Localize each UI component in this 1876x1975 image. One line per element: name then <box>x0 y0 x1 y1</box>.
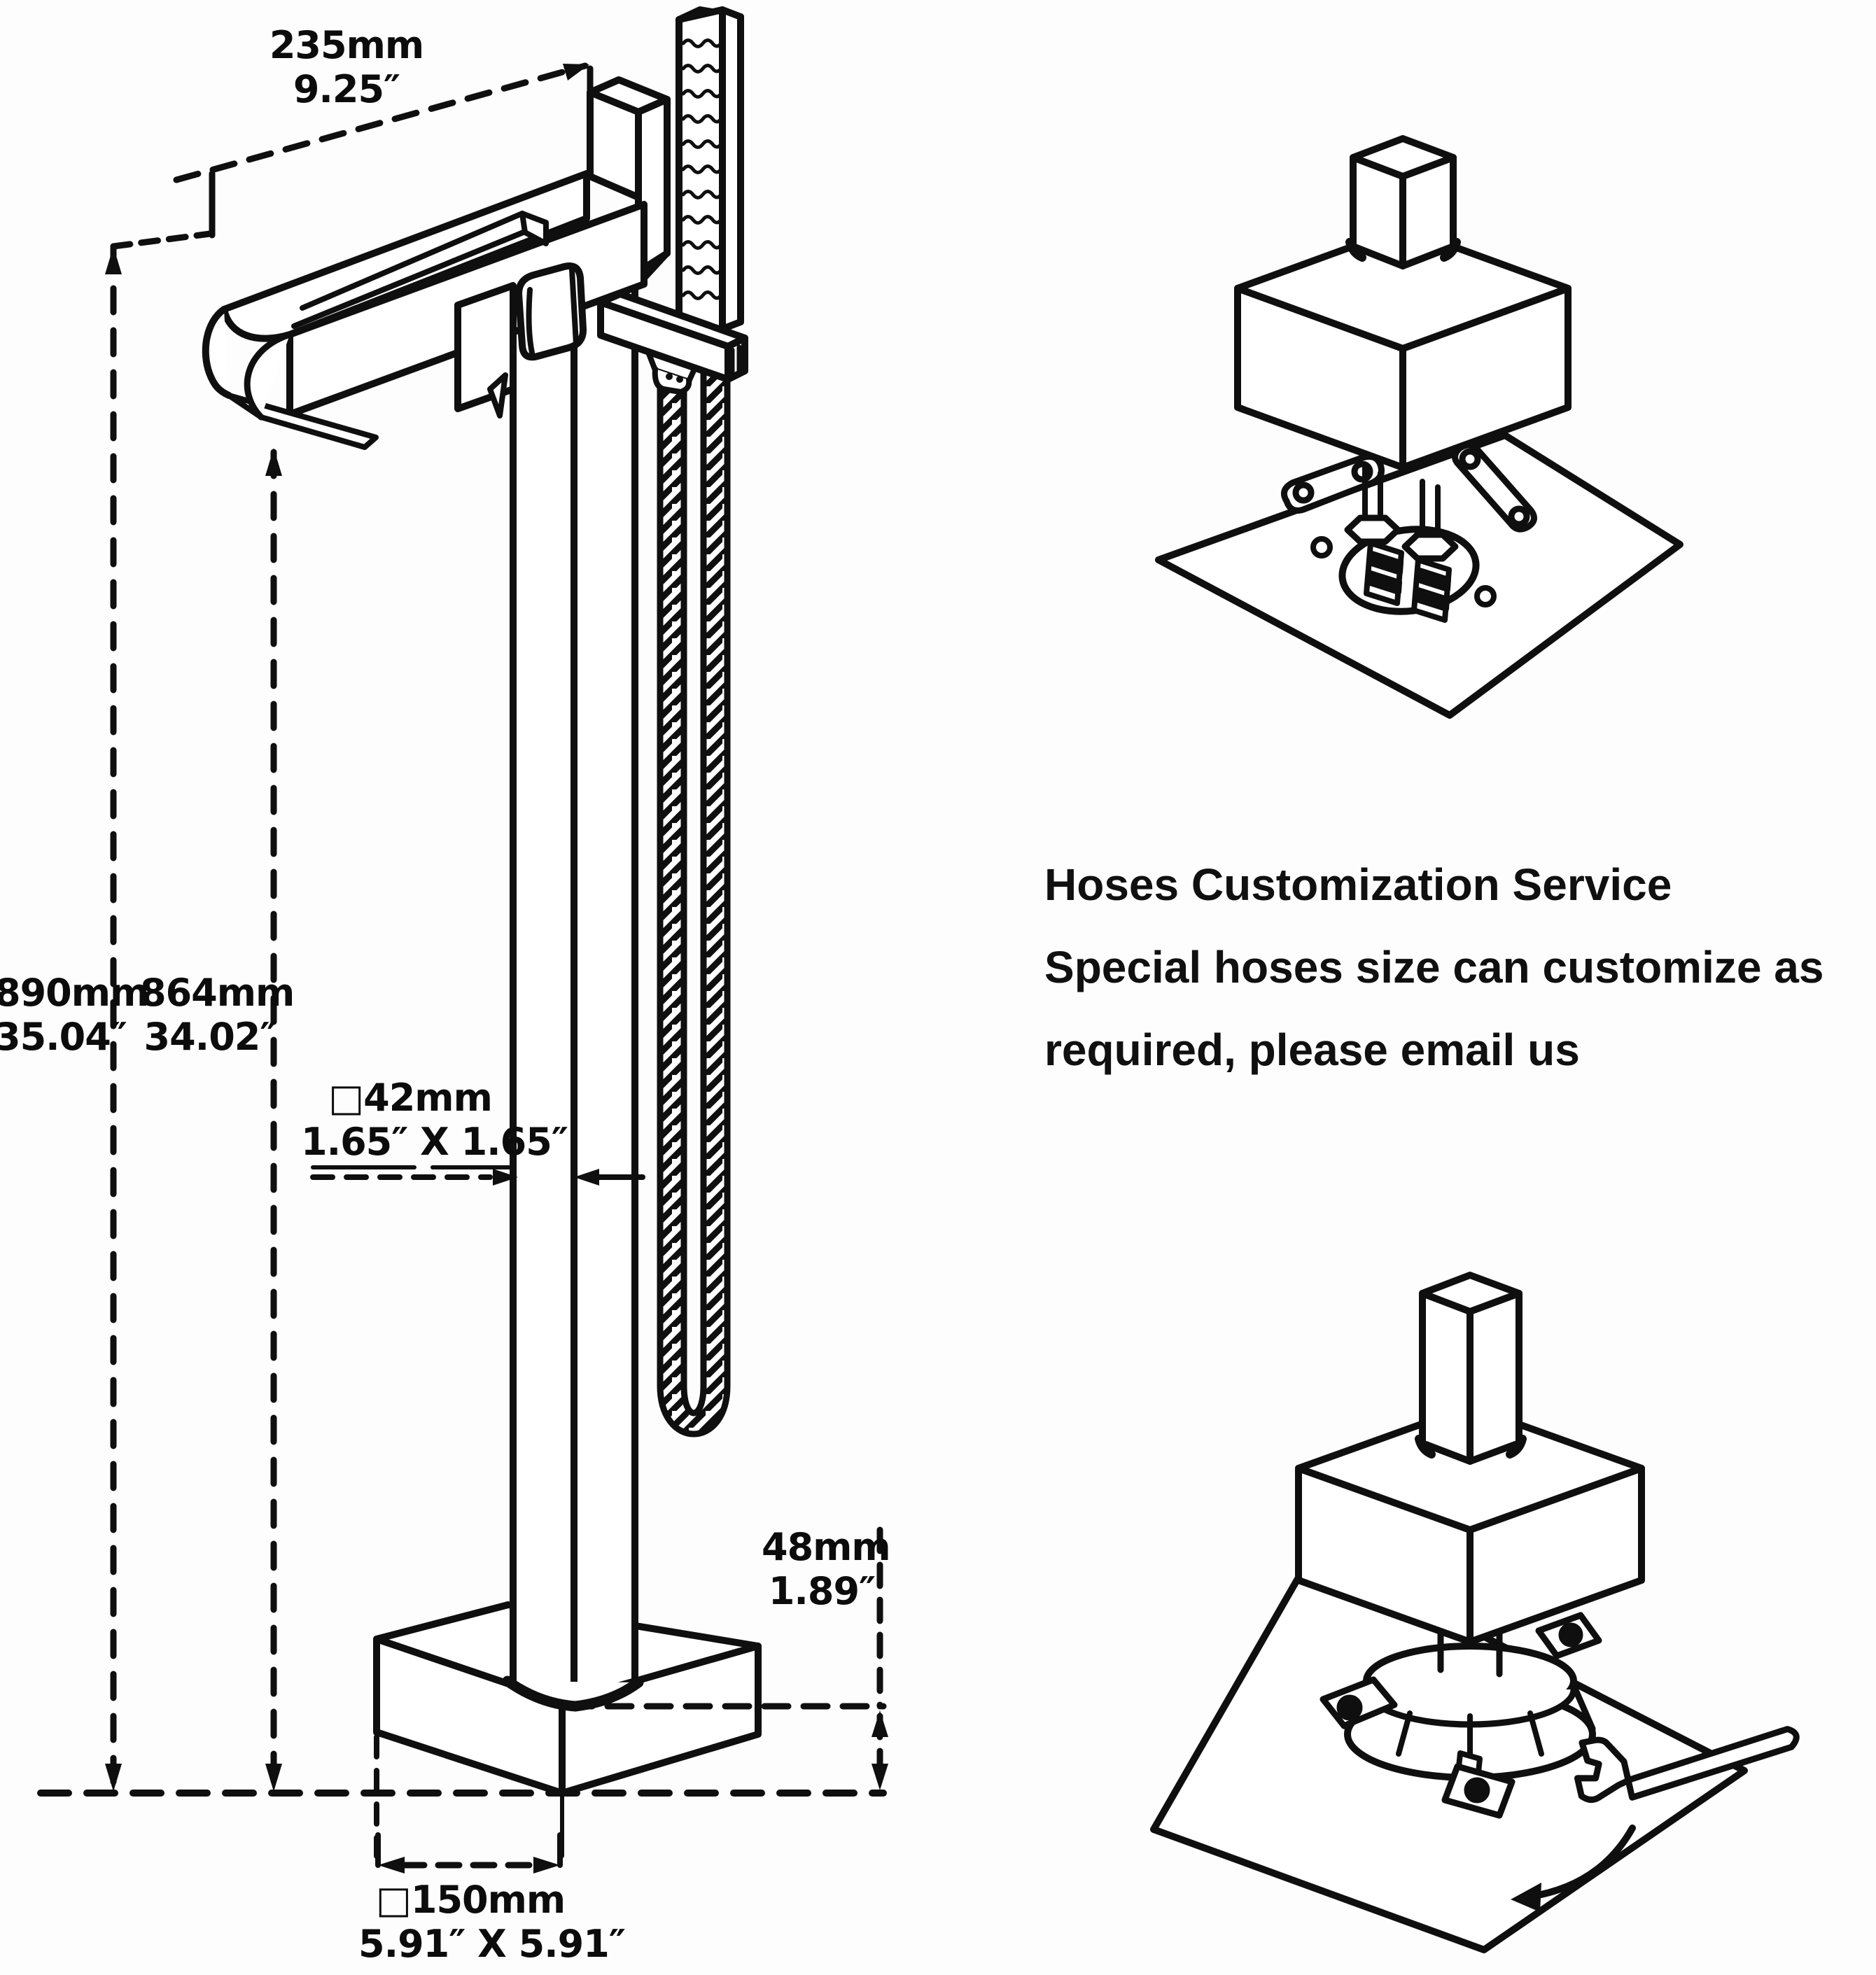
dim-spout-height-mm: 864mm <box>140 971 295 1015</box>
dim-overall-height-mm: 890mm <box>0 971 149 1015</box>
dim-base-section-mm: □150mm <box>375 1878 566 1922</box>
dim-line-235 <box>173 62 589 183</box>
dim-spout-height: 864mm 34.02″ <box>140 971 295 1059</box>
threaded-rod <box>1362 465 1441 540</box>
note-line-2: Special hoses size can customize as <box>1044 941 1824 992</box>
hand-shower-wand <box>676 6 744 345</box>
wand-spray-texture <box>681 38 723 300</box>
dim-base-height: 48mm 1.89″ <box>762 1525 891 1613</box>
hoses-customization-note: Hoses Customization Service Special hose… <box>1044 844 1876 1091</box>
note-line-1: Hoses Customization Service <box>1044 859 1672 910</box>
dim-overall-height: 890mm 35.04″ <box>0 971 149 1059</box>
column-stub <box>1345 135 1461 269</box>
screw-hole <box>1310 536 1333 558</box>
dim-base-section-in: 5.91″ X 5.91″ <box>358 1921 626 1966</box>
handle-plate <box>454 282 517 419</box>
handle-knob <box>515 262 587 361</box>
anchor-bracket <box>1320 1612 1602 1819</box>
wrench-icon <box>1574 1726 1800 1804</box>
dim-spout-height-in: 34.02″ <box>144 1014 277 1059</box>
dim-spout-reach-in: 9.25″ <box>293 66 400 111</box>
dimension-lines <box>37 62 888 1874</box>
spout-mouth <box>226 393 379 450</box>
faucet-drawing <box>37 6 888 1874</box>
column-stub <box>1415 1272 1527 1465</box>
dim-spout-reach: 235mm 9.25″ <box>238 23 455 111</box>
dim-column-section-in: 1.65″ X 1.65″ <box>301 1119 568 1164</box>
arrowhead <box>563 64 589 80</box>
rotation-arrow-icon <box>1511 1825 1636 1912</box>
hex-nut <box>1344 514 1401 545</box>
shower-hose <box>657 367 731 1438</box>
manifold-box <box>1234 225 1572 471</box>
hose-stub <box>1364 540 1404 606</box>
dim-column-section: □42mm 1.65″ X 1.65″ <box>301 1076 568 1164</box>
dim-line-48 <box>872 1526 888 1790</box>
mounting-bracket <box>1452 442 1537 533</box>
mounting-bracket <box>1280 453 1385 514</box>
dim-line-42 <box>310 1165 645 1186</box>
faucet-base <box>373 1601 762 1797</box>
hex-nut <box>1401 531 1459 562</box>
dim-spout-reach-mm: 235mm <box>269 23 424 67</box>
dim-line-150 <box>374 1734 564 1874</box>
shower-holder-bracket <box>597 290 748 383</box>
installed-base-diagram <box>1150 1272 1800 1953</box>
spout-tip-curl <box>202 306 232 399</box>
screw-hole <box>1474 585 1497 607</box>
dim-base-section: □150mm 5.91″ X 5.91″ <box>358 1878 626 1966</box>
faucet-column <box>502 283 644 1712</box>
hose-connector <box>645 349 699 395</box>
dim-base-height-mm: 48mm <box>762 1525 891 1569</box>
floor-flange <box>1344 1643 1596 1789</box>
exploded-install-diagram <box>1155 135 1684 719</box>
dim-column-section-mm: □42mm <box>328 1076 493 1120</box>
manifold-box <box>1295 1403 1645 1645</box>
dim-base-height-in: 1.89″ <box>768 1568 876 1613</box>
hose-stub <box>1411 557 1452 623</box>
dim-overall-height-in: 35.04″ <box>0 1014 127 1059</box>
note-line-3: required, please email us <box>1044 1024 1580 1075</box>
